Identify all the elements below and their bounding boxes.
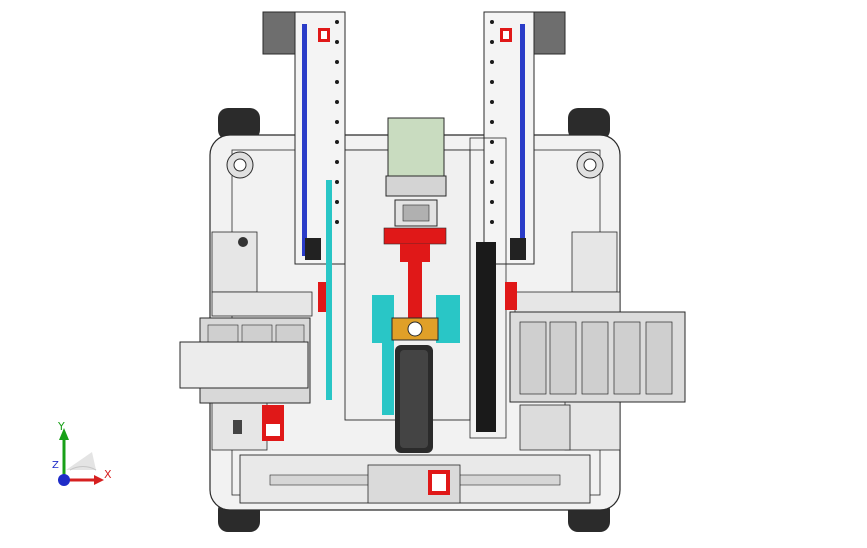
z-axis-origin <box>58 474 70 486</box>
y-axis-label: Y <box>57 420 65 433</box>
cyan-block-left <box>372 295 394 343</box>
cyan-block-right <box>436 295 460 343</box>
axis-triad: Y X Z <box>52 420 112 486</box>
right-gripper <box>509 311 686 403</box>
left-bracket-lower <box>211 291 313 317</box>
red-coupler <box>383 227 447 245</box>
left-bracket-upper <box>211 231 258 293</box>
x-axis-label: X <box>104 468 112 481</box>
right-rail-holes <box>490 20 494 224</box>
center-motor <box>387 117 445 177</box>
left-motor <box>262 11 296 55</box>
z-axis-label: Z <box>52 460 59 471</box>
left-vertical-axis <box>262 11 346 265</box>
left-rail-holes <box>335 20 339 224</box>
left-belt <box>302 24 307 256</box>
right-lower-block <box>564 399 621 451</box>
center-mechanism <box>262 117 517 453</box>
vertical-rail-black <box>476 242 496 432</box>
right-belt <box>520 24 525 256</box>
right-motor <box>532 11 566 55</box>
left-gripper <box>179 317 311 404</box>
right-block-detail <box>519 404 571 451</box>
wheel-top-right <box>568 108 610 140</box>
right-bracket-upper <box>571 231 618 293</box>
wheel-top-left <box>218 108 260 140</box>
left-cylinder <box>179 341 309 389</box>
